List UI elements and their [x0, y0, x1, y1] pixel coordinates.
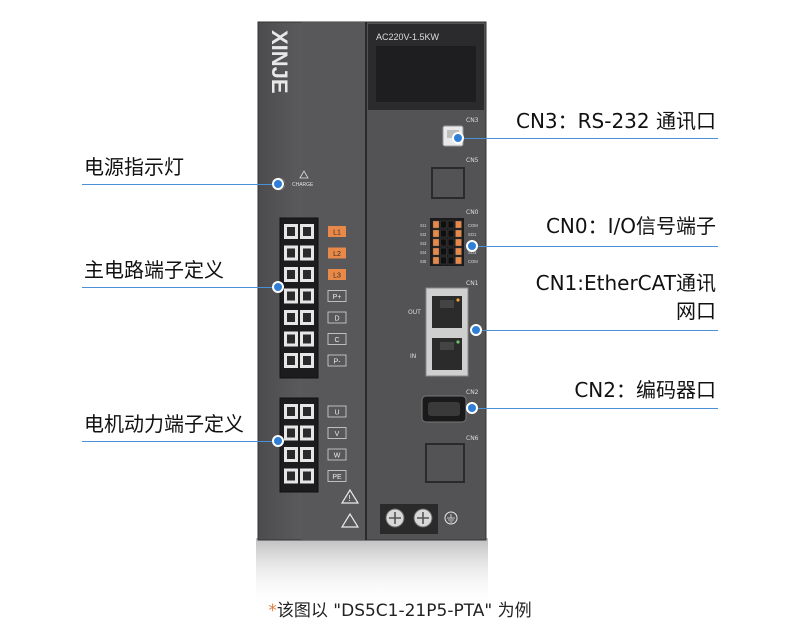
leader-cn2 [472, 408, 718, 409]
caption-star: * [268, 601, 277, 621]
main-terminal-label-d: D [334, 316, 339, 323]
leader-cn1 [476, 330, 718, 331]
cn0-pin [432, 229, 440, 238]
device-reflection [256, 538, 488, 608]
main-terminal-label-tag [327, 311, 347, 324]
cn0-pin [455, 256, 462, 265]
pointer-cn3 [452, 132, 464, 144]
cn1-in-label: IN [410, 353, 416, 360]
main-terminal-label-pplus: P+ [333, 294, 342, 301]
callout-cn1-line1: CN1:EtherCAT通讯 [535, 271, 716, 295]
cn0-pin [455, 247, 462, 256]
motor-terminal-label-pe: PE [332, 474, 342, 481]
cn0-pin [432, 220, 440, 229]
cn2-label: CN2 [466, 389, 479, 396]
leader-cn3 [456, 138, 718, 139]
main-terminal-label-tag [327, 290, 347, 302]
leader-motor-terminal [82, 441, 278, 442]
motor-terminal-label-w: W [334, 453, 341, 460]
main-terminal-label-tag [327, 333, 347, 345]
cn5-label: CN5 [466, 157, 479, 164]
cn0-label: CN0 [466, 209, 479, 216]
main-terminal-label-tag [328, 247, 346, 259]
cn0-pin-label: SO3 [468, 250, 477, 255]
cn6-label: CN6 [466, 435, 479, 442]
hazard-icon [340, 512, 360, 528]
caption: *该图以 "DS5C1-21P5-PTA" 为例 [0, 596, 800, 621]
leader-main-terminal [82, 287, 278, 288]
pointer-cn1 [470, 324, 482, 336]
model-label: AC220V-1.5KW [376, 32, 440, 42]
main-terminal-label-pminus: P- [334, 359, 342, 366]
cn5-port [431, 167, 465, 199]
callout-main-terminal: 主电路端子定义 [84, 258, 224, 282]
main-terminal-label-tag [327, 354, 347, 367]
pointer-motor-terminal [272, 435, 284, 447]
cn0-pin-label: SI5 [420, 259, 427, 264]
cn0-pin [447, 238, 455, 247]
main-terminal-label-l2: L2 [333, 251, 341, 258]
main-terminal-label-l3: L3 [333, 273, 341, 280]
cn0-pin [455, 229, 462, 238]
cn0-pin-label: SI1 [420, 223, 427, 228]
cn1-out-label: OUT [408, 309, 421, 316]
cn0-pin-label: COM [468, 259, 478, 264]
main-terminal-label-tag [328, 269, 346, 280]
cn0-pin [432, 247, 440, 256]
callout-motor-terminal: 电机动力端子定义 [84, 412, 244, 436]
brand-logo: XINJE [267, 30, 292, 94]
cn0-pin [455, 220, 462, 229]
cn1-label: CN1 [466, 280, 479, 287]
cn0-pin [440, 247, 447, 256]
cn3-label: CN3 [466, 117, 479, 124]
cn0-pin-label: SI4 [420, 250, 427, 255]
callout-cn0: CN0：I/O信号端子 [545, 214, 716, 238]
callout-cn3: CN3：RS-232 通讯口 [516, 109, 716, 133]
callout-charge-lamp: 电源指示灯 [84, 155, 184, 179]
warning-icon [340, 488, 360, 504]
callout-cn1-line2: 网口 [676, 299, 716, 323]
main-terminal-label-l1: L1 [333, 230, 341, 237]
motor-terminal-label-tag [327, 470, 347, 482]
cn0-pin [447, 256, 455, 265]
leader-cn0 [472, 246, 718, 247]
cn6-port [425, 443, 465, 483]
cn0-pin [440, 238, 447, 247]
cn0-pin [455, 238, 462, 247]
ground-icon [444, 511, 458, 525]
cn0-pin [447, 229, 455, 238]
cn0-pin [432, 256, 440, 265]
cn0-pin-label: SO1 [468, 232, 477, 237]
cn0-pin [440, 229, 447, 238]
caption-text: 该图以 "DS5C1-21P5-PTA" 为例 [276, 601, 532, 621]
cn0-pin-label: COM [468, 223, 478, 228]
pointer-cn0 [466, 240, 478, 252]
cn0-pin [447, 220, 455, 229]
motor-terminal-label-v: V [335, 431, 340, 438]
pointer-charge [272, 178, 284, 190]
cn0-pin [440, 220, 447, 229]
pointer-cn2 [466, 402, 478, 414]
cn0-pin [440, 256, 447, 265]
leader-charge [82, 184, 278, 185]
cn0-pin [447, 247, 455, 256]
svg-text:!: ! [348, 494, 351, 503]
cn0-pin-label: SI2 [420, 232, 427, 237]
main-terminal-label-c: C [334, 337, 339, 344]
pointer-main-terminal [272, 281, 284, 293]
cn0-pin-label: SI3 [420, 241, 427, 246]
callout-cn2: CN2：编码器口 [574, 378, 716, 402]
main-terminal-label-tag [328, 226, 346, 237]
charge-label: CHARGE [292, 182, 314, 188]
motor-terminal-label-tag [327, 448, 347, 461]
motor-terminal-label-u: U [334, 410, 339, 417]
cn0-pin [432, 238, 440, 247]
motor-terminal-label-tag [327, 405, 347, 418]
motor-terminal-label-tag [327, 427, 347, 439]
